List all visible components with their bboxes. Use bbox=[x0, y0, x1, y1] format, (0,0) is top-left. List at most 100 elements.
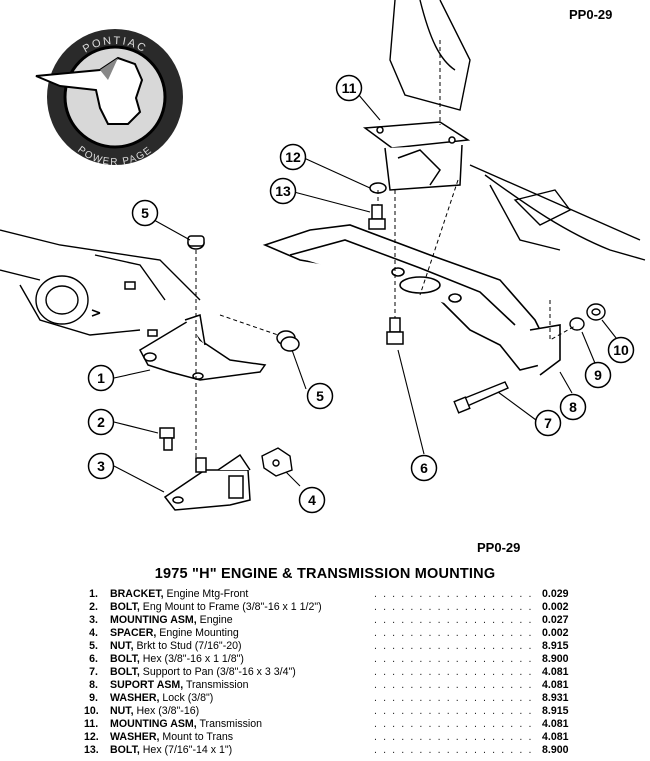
callout-13: 13 bbox=[269, 177, 297, 205]
page-code: PP0-29 bbox=[569, 7, 613, 22]
part-number: 4. bbox=[89, 627, 98, 639]
part-number: 11. bbox=[84, 718, 99, 730]
leader-dots: . . . . . . . . . . . . . . . . . . . . … bbox=[374, 692, 532, 704]
part-value: 4.081 bbox=[542, 679, 569, 691]
bolt-6 bbox=[386, 317, 404, 345]
part-number: 12. bbox=[84, 731, 99, 743]
callout-label: 5 bbox=[141, 205, 149, 221]
engine-outline bbox=[0, 0, 646, 336]
part-number: 10. bbox=[84, 705, 99, 717]
part-value: 8.915 bbox=[542, 705, 569, 717]
callout-label: 4 bbox=[308, 492, 316, 508]
part-number: 1. bbox=[89, 588, 98, 600]
part-value: 0.002 bbox=[542, 627, 569, 639]
part-value: 8.900 bbox=[542, 653, 569, 665]
exploded-diagram: PONTIAC POWER PAGE bbox=[0, 0, 646, 514]
leader-dots: . . . . . . . . . . . . . . . . . . . . … bbox=[374, 614, 532, 626]
engine-bracket bbox=[91, 281, 267, 381]
callout-4: 4 bbox=[298, 486, 326, 514]
part-number: 5. bbox=[89, 640, 98, 652]
spacer-4 bbox=[261, 447, 293, 477]
leader-dots: . . . . . . . . . . . . . . . . . . . . … bbox=[374, 718, 532, 730]
part-name: BOLT, bbox=[110, 601, 140, 613]
callout-label: 11 bbox=[342, 80, 357, 96]
callout-1: 1 bbox=[87, 364, 115, 392]
leader-dots: . . . . . . . . . . . . . . . . . . . . … bbox=[374, 653, 532, 665]
part-description: Transmission bbox=[183, 679, 249, 691]
part-description: Engine Mtg-Front bbox=[163, 588, 249, 600]
leader-dots: . . . . . . . . . . . . . . . . . . . . … bbox=[374, 588, 532, 600]
part-description: Engine bbox=[196, 614, 233, 626]
part-name: BOLT, bbox=[110, 653, 140, 665]
part-name: WASHER, bbox=[110, 692, 160, 704]
leader-dots: . . . . . . . . . . . . . . . . . . . . … bbox=[374, 744, 532, 756]
part-number: 3. bbox=[89, 614, 98, 626]
parts-row: 1. BRACKET, Engine Mtg-Front . . . . . . .… bbox=[84, 588, 568, 601]
leader-dots: . . . . . . . . . . . . . . . . . . . . … bbox=[374, 666, 532, 678]
part-value: 8.900 bbox=[542, 744, 569, 756]
bolt-13 bbox=[368, 204, 386, 230]
part-value: 4.081 bbox=[542, 718, 569, 730]
part-description: Hex (3/8"-16 x 1 1/8") bbox=[139, 653, 244, 665]
callout-7: 7 bbox=[534, 409, 562, 437]
parts-row: 5. NUT, Brkt to Stud (7/16"-20) . . . . . … bbox=[84, 640, 568, 653]
parts-row: 6.BOLT, Hex (3/8"-16 x 1 1/8"). . . . . … bbox=[84, 653, 568, 666]
leader-dots: . . . . . . . . . . . . . . . . . . . . … bbox=[374, 601, 532, 613]
part-description: Hex (7/16"-14 x 1") bbox=[139, 744, 233, 756]
part-number: 13. bbox=[84, 744, 99, 756]
part-number: 7. bbox=[89, 666, 98, 678]
part-value: 4.081 bbox=[542, 666, 569, 678]
washer-9 bbox=[569, 317, 585, 331]
callout-6: 6 bbox=[410, 454, 438, 482]
callout-label: 13 bbox=[275, 183, 291, 199]
part-name: BRACKET, bbox=[110, 588, 164, 600]
leader-dots: . . . . . . . . . . . . . . . . . . . . … bbox=[374, 679, 532, 691]
part-value: 0.027 bbox=[542, 614, 569, 626]
leader-dots: . . . . . . . . . . . . . . . . . . . . … bbox=[374, 640, 532, 652]
callout-5: 5 bbox=[306, 382, 334, 410]
engine-mount bbox=[163, 453, 251, 511]
callout-5: 5 bbox=[131, 199, 159, 227]
parts-row: 2. BOLT, Eng Mount to Frame (3/8"-16 x 1 … bbox=[84, 601, 568, 614]
alignment-lines bbox=[195, 40, 576, 470]
leader-dots: . . . . . . . . . . . . . . . . . . . . … bbox=[374, 705, 532, 717]
part-name: BOLT, bbox=[110, 666, 140, 678]
part-name: WASHER, bbox=[110, 731, 160, 743]
callout-2: 2 bbox=[87, 408, 115, 436]
part-description: Mount to Trans bbox=[159, 731, 234, 743]
callout-label: 5 bbox=[316, 388, 324, 404]
diagram-code: PP0-29 bbox=[477, 540, 521, 555]
part-description: Eng Mount to Frame (3/8"-16 x 1 1/2") bbox=[139, 601, 322, 613]
spacer-5 bbox=[276, 330, 300, 352]
part-name: NUT, bbox=[110, 640, 134, 652]
nut-5-upper bbox=[187, 235, 205, 250]
callout-label: 9 bbox=[594, 367, 602, 383]
callout-label: 8 bbox=[569, 399, 577, 415]
part-name: SPACER, bbox=[110, 627, 157, 639]
parts-row: 3.MOUNTING ASM, Engine. . . . . . . . . … bbox=[84, 614, 568, 627]
part-value: 4.081 bbox=[542, 731, 569, 743]
part-description: Transmission bbox=[196, 718, 263, 730]
part-name: MOUNTING ASM, bbox=[110, 718, 197, 730]
callout-11: 11 bbox=[335, 74, 363, 102]
parts-row: 7.BOLT, Support to Pan (3/8"-16 x 3 3/4"… bbox=[84, 666, 568, 679]
parts-row: 12. WASHER, Mount to Trans . . . . . . . .… bbox=[84, 731, 569, 744]
part-number: 8. bbox=[89, 679, 98, 691]
part-value: 0.002 bbox=[542, 601, 569, 613]
parts-list: 1. BRACKET, Engine Mtg-Front . . . . . . .… bbox=[84, 588, 569, 757]
parts-row: 11. MOUNTING ASM, Transmission . . . . . .… bbox=[84, 718, 569, 731]
part-number: 9. bbox=[89, 692, 98, 704]
leader-dots: . . . . . . . . . . . . . . . . . . . . … bbox=[374, 627, 532, 639]
part-number: 2. bbox=[89, 601, 98, 613]
leader-dots: . . . . . . . . . . . . . . . . . . . . … bbox=[374, 731, 532, 743]
callout-10: 10 bbox=[607, 336, 635, 364]
nut-10 bbox=[586, 303, 606, 321]
part-value: 8.931 bbox=[542, 692, 569, 704]
part-description: Engine Mounting bbox=[156, 627, 239, 639]
part-description: Lock (3/8") bbox=[159, 692, 214, 704]
parts-row: 13.BOLT, Hex (7/16"-14 x 1"). . . . . . … bbox=[84, 744, 569, 757]
parts-row: 10.NUT, Hex (3/8"-16). . . . . . . . . .… bbox=[84, 705, 569, 718]
part-description: Brkt to Stud (7/16"-20) bbox=[133, 640, 242, 652]
pontiac-logo: PONTIAC POWER PAGE bbox=[35, 29, 183, 168]
callout-label: 7 bbox=[544, 415, 552, 431]
